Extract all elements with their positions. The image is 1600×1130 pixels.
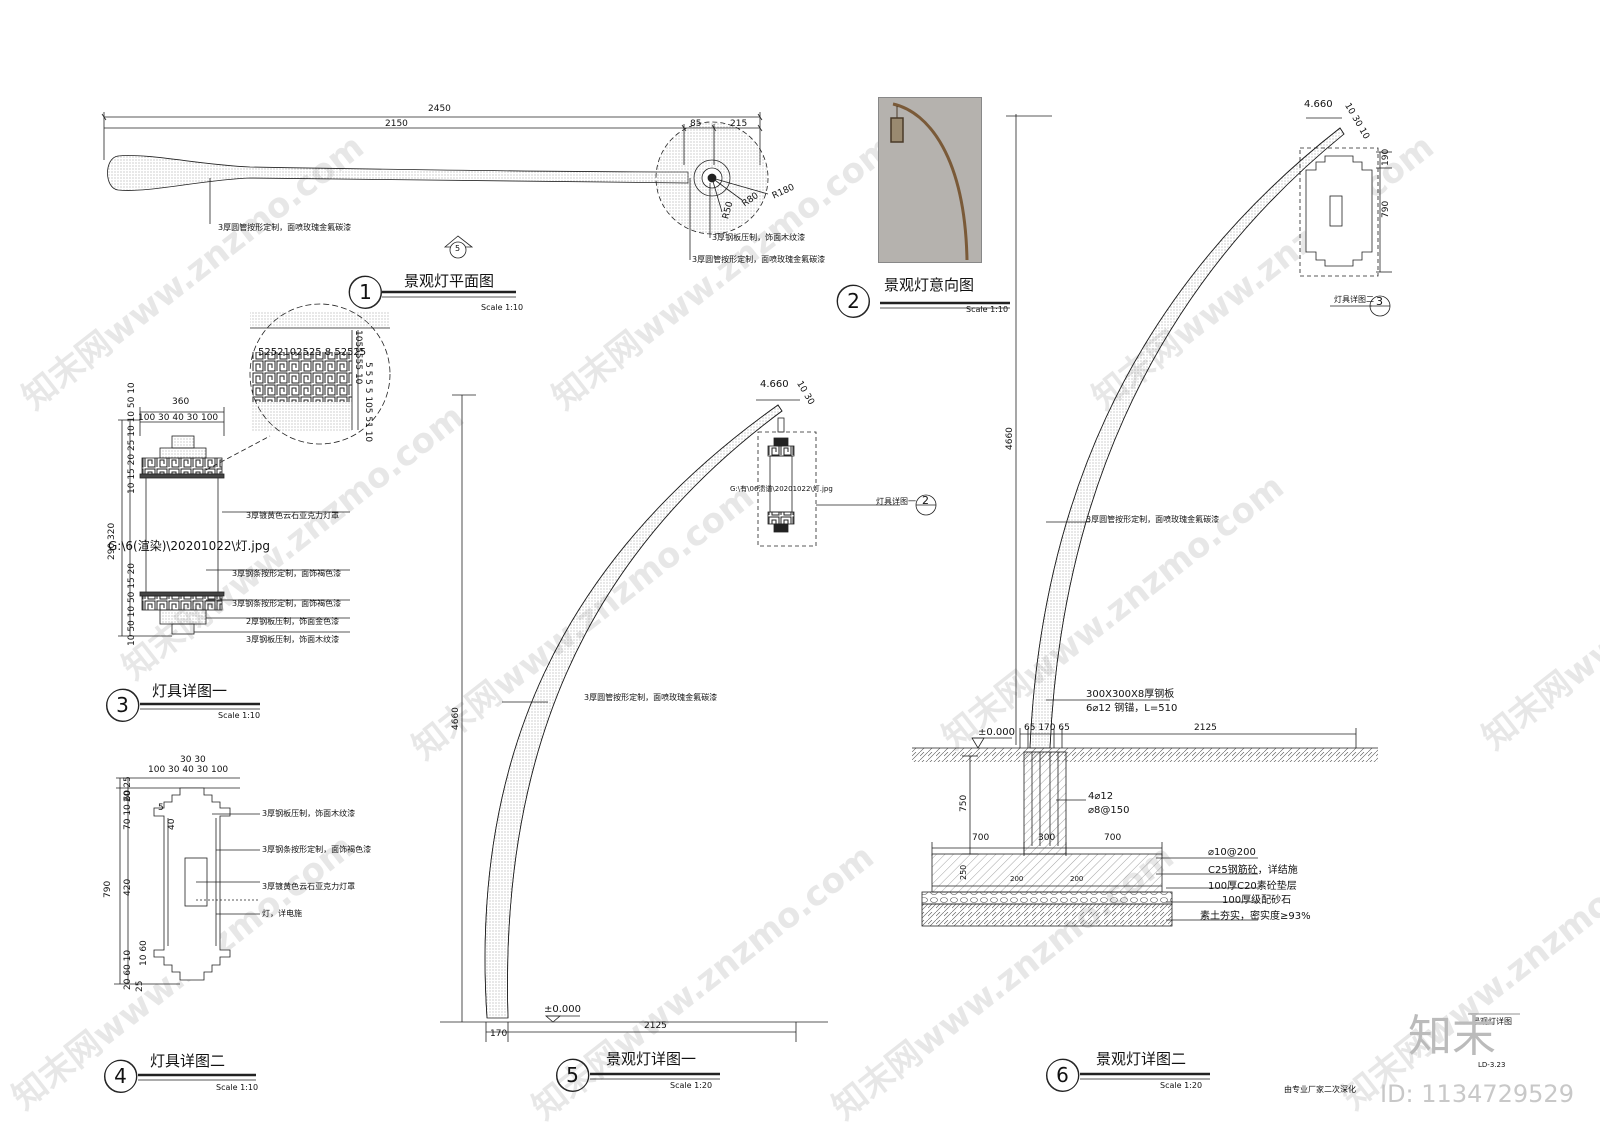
elev2-dim-300: 300 (1038, 833, 1056, 843)
lamp1-note-4: 2厚钢板压制，饰面金色漆 (246, 617, 340, 626)
photo-scale: Scale 1:10 (966, 305, 1009, 314)
elev2-note-pole: 3厚圆管按形定制，面喷玫瑰金氟碳漆 (1086, 515, 1220, 524)
elev1-top-level: 4.660 (760, 379, 789, 390)
layer-1: ⌀10@200 (1208, 847, 1256, 858)
lamp2-left-b: 5 (158, 803, 164, 813)
elev2-anchor: 6⌀12 钢锚，L=510 (1086, 703, 1178, 714)
title-number-2: 2 (837, 285, 870, 318)
lamp2-dim-790: 790 (103, 880, 113, 898)
lamp2-dim-parts: 100 30 40 30 100 (148, 765, 229, 775)
title-number-4: 4 (104, 1060, 137, 1093)
elev1-note-pole: 3厚圆管按形定制，面喷玫瑰金氟碳漆 (584, 693, 718, 702)
lamp2-left-bot: 10 60 (139, 940, 149, 966)
elev2-dim-750: 750 (959, 794, 969, 812)
brand-logo: 知末 (1408, 1011, 1496, 1062)
elev2-zero: ±0.000 (978, 727, 1016, 738)
elev2-dim-2125: 2125 (1194, 723, 1217, 733)
lamp2-note-1: 3厚钢板压制，饰面木纹漆 (262, 809, 356, 818)
footer-note: 由专业厂家二次深化 (1284, 1085, 1356, 1094)
dim-215: 215 (730, 119, 748, 129)
dim-parts: 100 30 40 30 100 (138, 413, 219, 423)
title-number-6: 6 (1046, 1059, 1079, 1092)
lamp1-note-2: 3厚钢条按形定制，面饰褐色漆 (232, 569, 342, 578)
zoom-dims: 5252102525 8 52525 (258, 347, 367, 358)
lamp1-note-3: 3厚钢条按形定制，面饰褐色漆 (232, 599, 342, 608)
plan-scale: Scale 1:10 (481, 303, 524, 312)
lamp2-note-4: 灯，详电施 (262, 909, 302, 918)
lamp2-dim-top: 30 30 (180, 755, 206, 765)
dim-2150: 2150 (385, 119, 408, 129)
title-number-1: 1 (349, 276, 382, 309)
layer-3: 100厚C20素砼垫层 (1208, 881, 1297, 892)
elev2-dim-190: 190 (1381, 148, 1391, 166)
image-id: ID: 1134729529 (1380, 1080, 1574, 1108)
elev1-dim-170: 170 (490, 1029, 508, 1039)
elev1-dim-4660: 4660 (451, 707, 461, 730)
photo-title: 景观灯意向图 (884, 276, 975, 294)
lamp1-note-1: 3厚镀黄色云石亚克力灯罩 (246, 511, 340, 520)
section-ref: 5 (455, 244, 461, 253)
title-number-3: 3 (106, 689, 139, 722)
elev1-detail-ref: 灯具详图一 (876, 497, 916, 506)
elev2-top-level: 4.660 (1304, 99, 1333, 110)
elev2-dim-790: 790 (1381, 200, 1391, 218)
elev2-title: 景观灯详图二 (1096, 1050, 1187, 1068)
plan-title: 景观灯平面图 (404, 272, 495, 290)
image-path: G:\6(渲染)\20201022\灯.jpg (108, 539, 270, 553)
lamp-photo-icon (890, 102, 969, 261)
elev1-image-path: G:\有\06溃谱\20201022\灯.jpg (730, 485, 833, 493)
elev2-rebar-2: ⌀8@150 (1088, 805, 1130, 816)
lamp2-note-2: 3厚钢条按形定制，面饰褐色漆 (262, 845, 372, 854)
lamp1-scale: Scale 1:10 (218, 711, 261, 720)
layer-2: C25钢筋砼，详结施 (1208, 865, 1298, 876)
reference-photo (878, 97, 982, 263)
layer-5: 素土夯实，密实度≥93% (1200, 911, 1311, 922)
lamp1-title: 灯具详图一 (152, 682, 228, 700)
note-pipe: 3厚圆管按形定制，面喷玫瑰金氟碳漆 (692, 255, 826, 264)
dim-2450: 2450 (428, 104, 451, 114)
lamp2-left-bot2: 20 60 10 (123, 949, 133, 990)
elev2-dim-700b: 700 (1104, 833, 1122, 843)
elev2-dim-4660: 4660 (1005, 427, 1015, 450)
sheet-label: 景观灯详图 (1472, 1017, 1512, 1026)
elev1-title: 景观灯详图一 (606, 1050, 697, 1068)
elev2-dim-700a: 700 (972, 833, 990, 843)
note-arm: 3厚圆管按形定制，面喷玫瑰金氟碳漆 (218, 223, 352, 232)
elev2-top-dims: 65 170 65 (1024, 723, 1070, 733)
elev2-dim-250: 250 (959, 864, 968, 880)
elev2-rebar-1: 4⌀12 (1088, 791, 1114, 802)
lamp2-left-a: 70 10 60 (123, 789, 133, 830)
left-dims-bot: 10 50 10 50 15 20 (127, 562, 137, 646)
lamp1-note-5: 3厚钢板压制，饰面木纹漆 (246, 635, 340, 644)
lamp2-dim-420: 420 (123, 878, 133, 896)
elev1-zero: ±0.000 (544, 1004, 582, 1015)
elev1-dim-2125: 2125 (644, 1021, 667, 1031)
lamp2-left-bot3: 25 (135, 980, 145, 992)
dim-360: 360 (172, 397, 190, 407)
elev2-detail-no: 3 (1376, 295, 1383, 308)
zoom-side-dims-2: 5 5 5 5 105 51 10 (363, 362, 373, 443)
left-dims-top: 10 15 20 25 10 10 50 10 (127, 382, 137, 494)
elev2-detail-ref: 灯具详图二 (1334, 295, 1374, 304)
zoom-side-dims: 1055555 10 (353, 330, 363, 385)
elev1-detail-no: 2 (922, 494, 929, 507)
elev2-scale: Scale 1:20 (1160, 1081, 1203, 1090)
note-plate: 3厚钢板压制，饰面木纹漆 (712, 233, 806, 242)
elev2-plate: 300X300X8厚钢板 (1086, 689, 1175, 700)
elev2-dim-200b: 200 (1070, 875, 1084, 883)
lamp2-title: 灯具详图二 (150, 1052, 226, 1070)
title-number-5: 5 (556, 1059, 589, 1092)
lamp2-note-3: 3厚镀黄色云石亚克力灯罩 (262, 882, 356, 891)
lamp2-left-c: 40 (167, 818, 177, 830)
lamp2-scale: Scale 1:10 (216, 1083, 259, 1092)
elev1-scale: Scale 1:20 (670, 1081, 713, 1090)
sheet-code: LD-3.23 (1478, 1061, 1506, 1069)
elev2-dim-200a: 200 (1010, 875, 1024, 883)
dim-85: 85 (690, 119, 702, 129)
layer-4: 100厚级配砂石 (1222, 895, 1292, 906)
